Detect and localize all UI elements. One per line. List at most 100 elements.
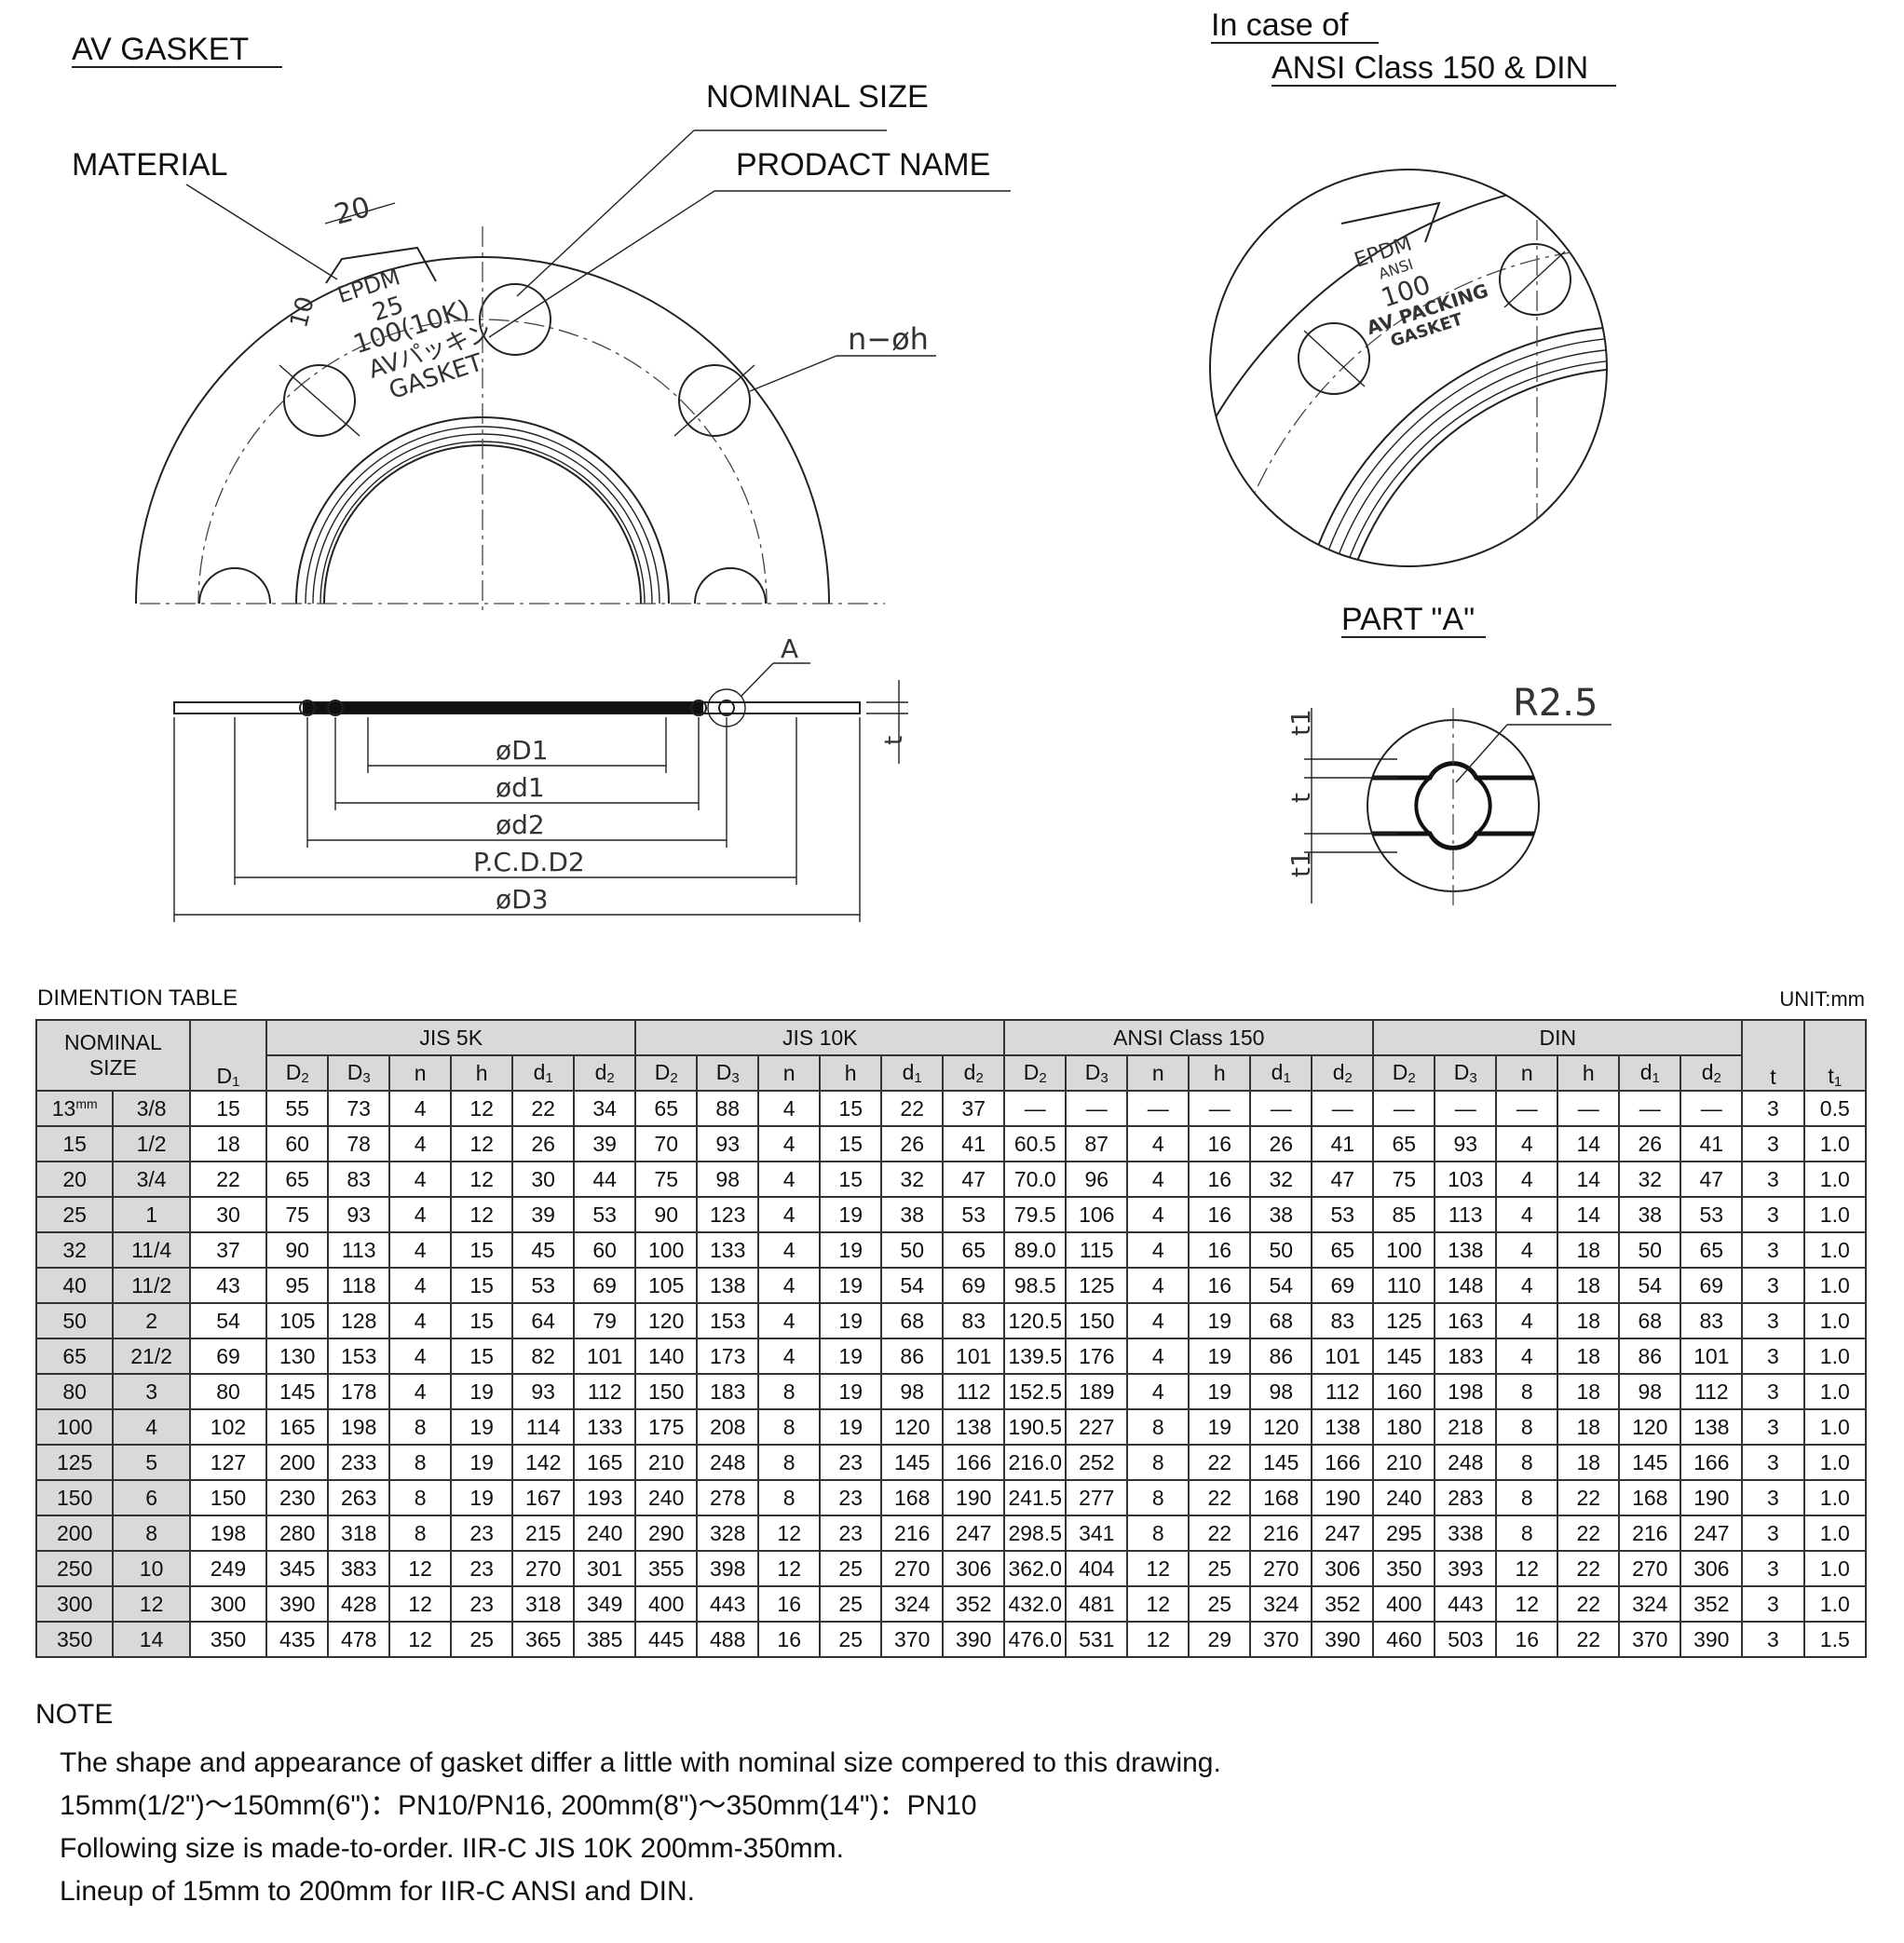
gasket-section-view: A t øD1 ød1 ød2 P.C.D.D2 øD3 bbox=[173, 633, 908, 922]
table-cell: 355 bbox=[634, 1550, 699, 1587]
table-cell: 112 bbox=[1680, 1373, 1744, 1410]
table-cell: 60.5 bbox=[1003, 1125, 1068, 1162]
table-cell: 8 bbox=[1126, 1444, 1190, 1481]
table-cell: 75 bbox=[634, 1161, 699, 1198]
table-cell: 93 bbox=[696, 1125, 760, 1162]
ansi-din-label: ANSI Class 150 & DIN bbox=[1272, 50, 1588, 86]
table-cell: 118 bbox=[327, 1267, 391, 1304]
table-cell: 167 bbox=[511, 1479, 576, 1516]
table-cell: 65 bbox=[1680, 1231, 1744, 1269]
nominal-size-cell: 13mm bbox=[34, 1090, 115, 1127]
table-cell: 83 bbox=[327, 1161, 391, 1198]
product-name-label: PRODACT NAME bbox=[736, 147, 990, 183]
table-cell: 3 bbox=[1741, 1550, 1805, 1587]
t-label: t bbox=[880, 736, 908, 745]
table-cell: 476.0 bbox=[1003, 1621, 1068, 1658]
table-cell: 370 bbox=[1618, 1621, 1682, 1658]
column-header: D3 bbox=[327, 1054, 391, 1092]
svg-text:t1: t1 bbox=[1285, 850, 1316, 877]
table-cell: 23 bbox=[450, 1550, 514, 1587]
table-cell: 12 bbox=[388, 1621, 453, 1658]
table-cell: 370 bbox=[880, 1621, 945, 1658]
group-header: JIS 5K bbox=[265, 1019, 637, 1056]
table-cell: 1.0 bbox=[1802, 1585, 1868, 1623]
table-cell: 22 bbox=[1557, 1621, 1621, 1658]
table-cell: 175 bbox=[634, 1408, 699, 1446]
table-cell: 8 bbox=[757, 1408, 822, 1446]
table-cell: 87 bbox=[1065, 1125, 1129, 1162]
table-cell: 139.5 bbox=[1003, 1338, 1068, 1375]
table-cell: 278 bbox=[696, 1479, 760, 1516]
table-cell: 306 bbox=[1311, 1550, 1375, 1587]
table-cell: 18 bbox=[188, 1125, 268, 1162]
table-cell: 404 bbox=[1065, 1550, 1129, 1587]
table-cell: 23 bbox=[450, 1585, 514, 1623]
table-cell: 50 bbox=[880, 1231, 945, 1269]
nominal-size-cell: 125 bbox=[34, 1444, 115, 1481]
table-cell: 19 bbox=[1188, 1373, 1252, 1410]
table-cell: 16 bbox=[1188, 1196, 1252, 1233]
table-cell: 12 bbox=[388, 1585, 453, 1623]
column-header: n bbox=[1495, 1054, 1559, 1092]
table-cell: 1.0 bbox=[1802, 1338, 1868, 1375]
table-cell: 3 bbox=[1741, 1585, 1805, 1623]
table-cell: 86 bbox=[1618, 1338, 1682, 1375]
table-cell: 79 bbox=[573, 1302, 637, 1339]
table-cell: 123 bbox=[696, 1196, 760, 1233]
table-cell: 16 bbox=[1188, 1231, 1252, 1269]
table-cell: 198 bbox=[327, 1408, 391, 1446]
table-cell: 12 bbox=[388, 1550, 453, 1587]
table-cell: 248 bbox=[696, 1444, 760, 1481]
table-cell: 15 bbox=[188, 1090, 268, 1127]
table-cell: 53 bbox=[1680, 1196, 1744, 1233]
table-cell: 18 bbox=[1557, 1338, 1621, 1375]
table-cell: 349 bbox=[573, 1585, 637, 1623]
column-header: D2 bbox=[1372, 1054, 1436, 1092]
table-cell: 8 bbox=[1495, 1408, 1559, 1446]
table-cell: 12 bbox=[1126, 1585, 1190, 1623]
table-cell: 22 bbox=[1557, 1515, 1621, 1552]
table-cell: 4 bbox=[388, 1338, 453, 1375]
column-header: d2 bbox=[1311, 1054, 1375, 1092]
table-cell: 93 bbox=[327, 1196, 391, 1233]
table-cell: 328 bbox=[696, 1515, 760, 1552]
table-cell: 8 bbox=[757, 1479, 822, 1516]
table-cell: 150 bbox=[188, 1479, 268, 1516]
table-cell: 240 bbox=[573, 1515, 637, 1552]
table-cell: 78 bbox=[327, 1125, 391, 1162]
table-cell: 247 bbox=[1311, 1515, 1375, 1552]
column-header: D3 bbox=[696, 1054, 760, 1092]
table-cell: 1.0 bbox=[1802, 1550, 1868, 1587]
table-cell: 22 bbox=[511, 1090, 576, 1127]
table-cell: 298.5 bbox=[1003, 1515, 1068, 1552]
table-cell: 12 bbox=[450, 1090, 514, 1127]
table-cell: 8 bbox=[388, 1479, 453, 1516]
table-cell: 435 bbox=[265, 1621, 330, 1658]
table-cell: 54 bbox=[188, 1302, 268, 1339]
table-cell: 4 bbox=[1126, 1161, 1190, 1198]
table-cell: 18 bbox=[1557, 1231, 1621, 1269]
table-cell: 4 bbox=[1126, 1125, 1190, 1162]
table-cell: 32 bbox=[1249, 1161, 1313, 1198]
table-cell: 80 bbox=[188, 1373, 268, 1410]
table-cell: 127 bbox=[188, 1444, 268, 1481]
table-cell: 352 bbox=[942, 1585, 1006, 1623]
table-cell: 8 bbox=[388, 1515, 453, 1552]
table-cell: 4 bbox=[1126, 1338, 1190, 1375]
svg-text:ød1: ød1 bbox=[496, 772, 545, 803]
column-header: d2 bbox=[573, 1054, 637, 1092]
table-cell: 22 bbox=[1188, 1444, 1252, 1481]
table-cell: 25 bbox=[450, 1621, 514, 1658]
table-cell: 3 bbox=[1741, 1515, 1805, 1552]
table-cell: 37 bbox=[188, 1231, 268, 1269]
nominal-size-cell: 350 bbox=[34, 1621, 115, 1658]
table-cell: 8 bbox=[388, 1408, 453, 1446]
table-cell: 138 bbox=[1680, 1408, 1744, 1446]
table-cell: 26 bbox=[880, 1125, 945, 1162]
table-cell: 70.0 bbox=[1003, 1161, 1068, 1198]
nominal-size-cell: 14 bbox=[112, 1621, 191, 1658]
table-cell: 4 bbox=[1495, 1302, 1559, 1339]
